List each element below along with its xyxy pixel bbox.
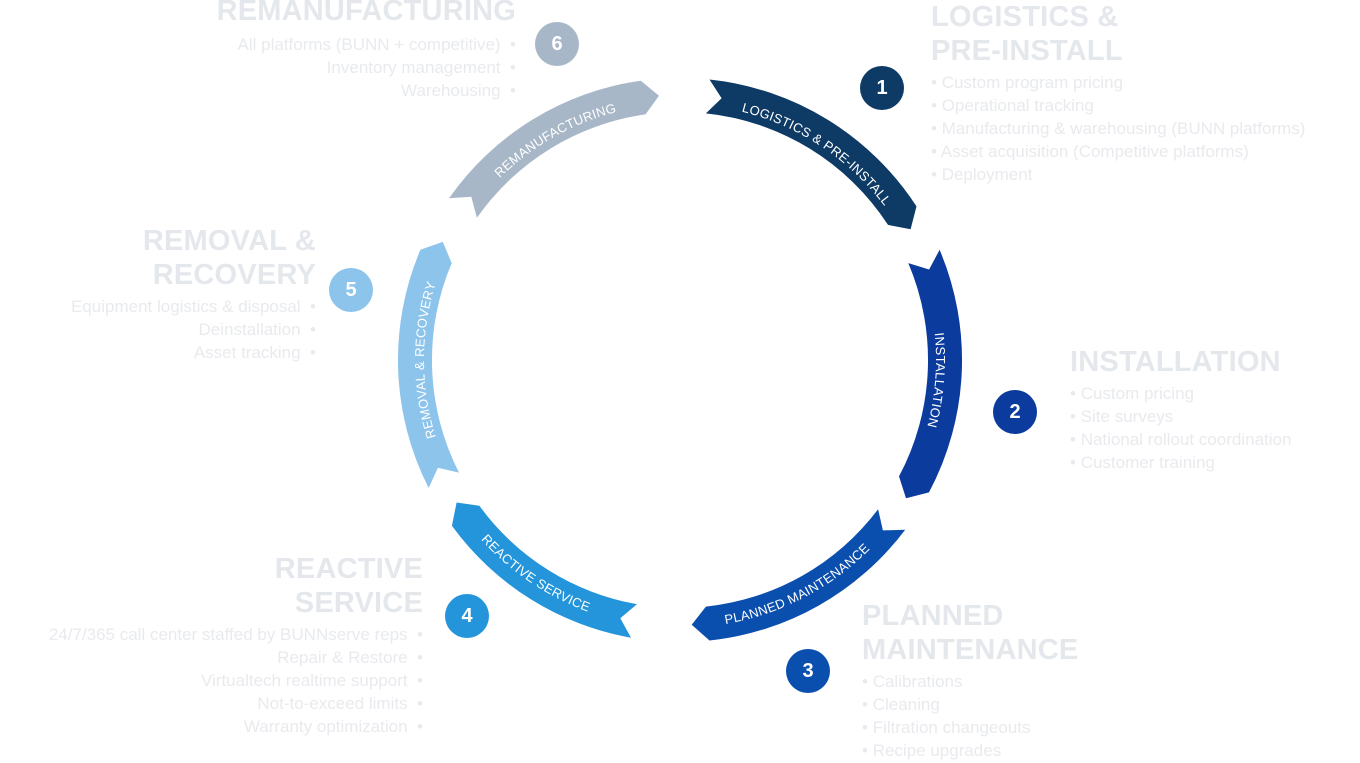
list-item: National rollout coordination [1070,428,1292,451]
step-badge-1: 1 [860,66,904,110]
stage-title: REMOVAL &RECOVERY [142,225,316,291]
list-item: Cleaning [862,693,1078,716]
step-badge-2: 2 [993,390,1037,434]
list-item: Recipe upgrades [862,739,1078,762]
list-item: Deployment [931,163,1305,186]
step-badge-6: 6 [535,22,579,66]
list-item: Not-to-exceed limits [49,692,423,715]
segment-arrow-installation [899,249,963,499]
segment-arrow-logistics [705,79,917,230]
list-item: All platforms (BUNN + competitive) [217,33,516,56]
list-item: Asset acquisition (Competitive platforms… [931,140,1305,163]
stage-items: 24/7/365 call center staffed by BUNNserv… [49,623,423,738]
list-item: Operational tracking [931,94,1305,117]
stage-removal-recovery: REMOVAL &RECOVERY Equipment logistics & … [71,224,316,364]
segment-arrow-remanufacturing [449,80,659,218]
stage-remanufacturing: REMANUFACTURING All platforms (BUNN + co… [217,0,516,102]
stage-title: REMANUFACTURING [216,0,516,27]
list-item: Inventory management [217,56,516,79]
segment-arrow-reactive-service [451,502,637,638]
list-item: Repair & Restore [49,646,423,669]
stage-items: Custom pricing Site surveys National rol… [1070,382,1292,474]
stage-items: Custom program pricing Operational track… [931,71,1306,186]
stage-items: All platforms (BUNN + competitive) Inven… [217,33,516,102]
stage-logistics: LOGISTICS &PRE-INSTALL Custom program pr… [931,0,1305,186]
stage-items: Calibrations Cleaning Filtration changeo… [862,670,1078,762]
step-badge-5: 5 [329,268,373,312]
list-item: Manufacturing & warehousing (BUNN platfo… [931,117,1306,140]
list-item: Deinstallation [71,318,316,341]
list-item: Customer training [1070,451,1291,474]
list-item: Custom pricing [1070,382,1291,405]
stage-title: INSTALLATION [1070,346,1281,378]
list-item: 24/7/365 call center staffed by BUNNserv… [49,623,423,646]
stage-items: Equipment logistics & disposal Deinstall… [71,295,316,364]
list-item: Custom program pricing [931,71,1305,94]
list-item: Site surveys [1070,405,1291,428]
list-item: Filtration changeouts [862,716,1078,739]
segment-arrow-removal-recovery [397,241,459,488]
list-item: Equipment logistics & disposal [71,295,316,318]
list-item: Warranty optimization [49,715,423,738]
list-item: Calibrations [862,670,1078,693]
list-item: Warehousing [217,79,516,102]
stage-installation: INSTALLATION Custom pricing Site surveys… [1070,345,1291,474]
step-badge-3: 3 [786,649,830,693]
stage-title: LOGISTICS &PRE-INSTALL [931,1,1123,67]
step-badge-4: 4 [445,594,489,638]
list-item: Asset tracking [71,341,316,364]
list-item: Virtualtech realtime support [49,669,423,692]
segment-arrow-planned-maintenance [691,509,906,641]
